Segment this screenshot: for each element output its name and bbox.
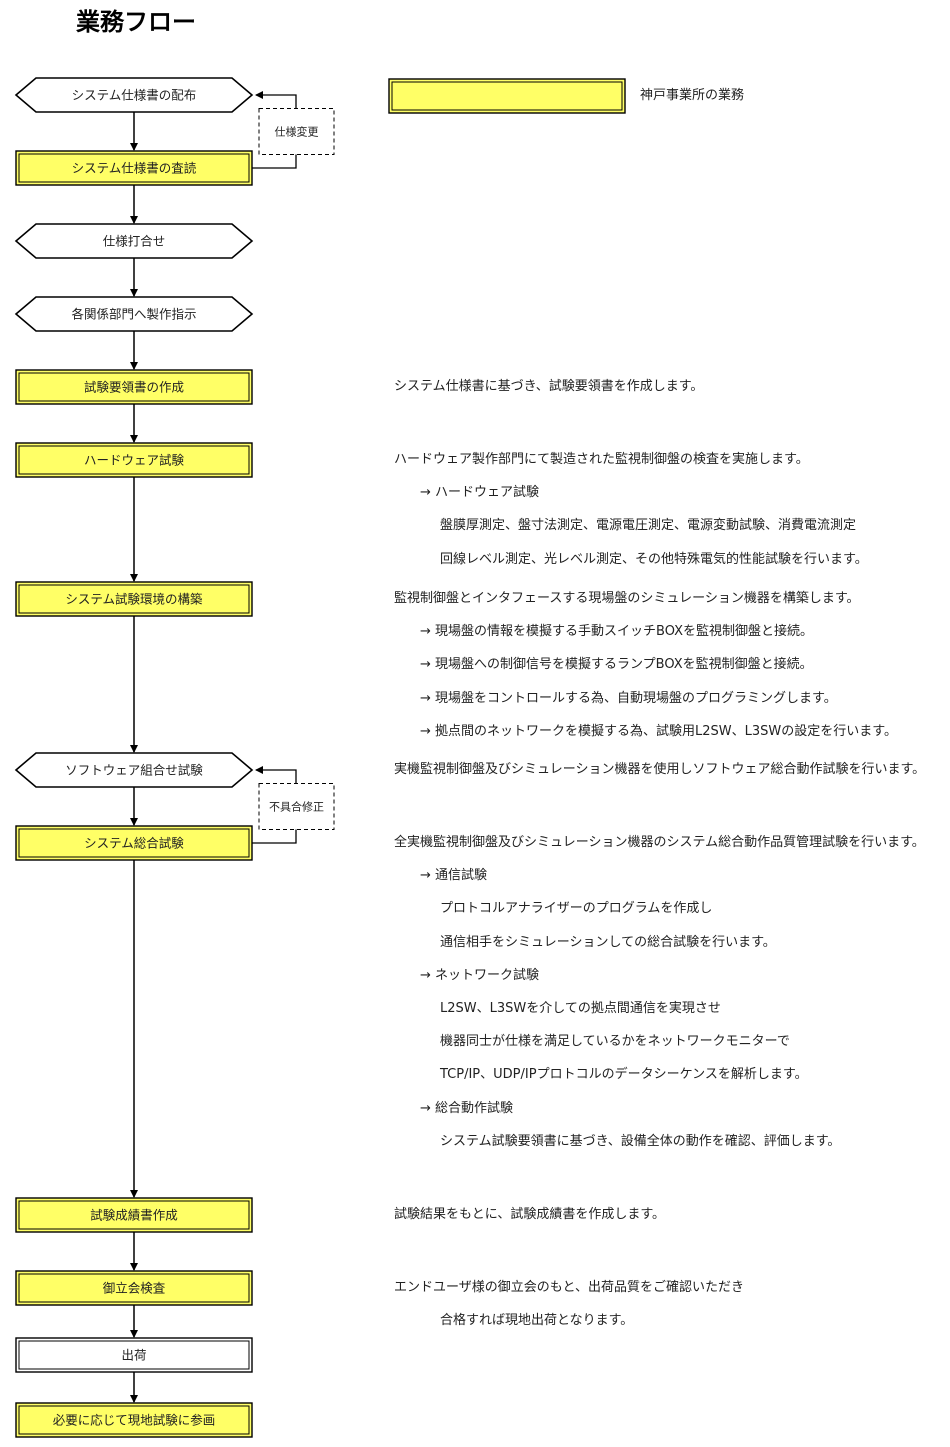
- flow-node-n4: 各関係部門へ製作指示: [14, 296, 254, 332]
- description-line-n9: 機器同士が仕様を満足しているかをネットワークモニターで: [440, 1034, 790, 1050]
- legend-swatch: [388, 78, 626, 114]
- description-line-n6: 盤膜厚測定、盤寸法測定、電源電圧測定、電源変動試験、消費電流測定: [440, 518, 857, 534]
- box-outer: [15, 1402, 253, 1438]
- legend-swatch-outer: [388, 78, 626, 114]
- legend-swatch-inner: [391, 81, 623, 111]
- flow-node-n12: 出荷: [15, 1337, 253, 1373]
- description-line-n6: ハードウェア製作部門にて製造された監視制御盤の検査を実施します。: [394, 452, 809, 467]
- feedback-loop1: 仕様変更: [252, 91, 335, 169]
- description-line-n10: 試験結果をもとに、試験成績書を作成します。: [394, 1207, 666, 1222]
- description-line-n6: 回線レベル測定、光レベル測定、その他特殊電気的性能試験を行います。: [440, 551, 868, 567]
- box-outer: [15, 1197, 253, 1233]
- box-inner: [18, 1273, 250, 1303]
- hexagon-shape: [14, 77, 254, 113]
- flow-node-label: システム試験環境の構築: [65, 592, 203, 607]
- description-line-n5: システム仕様書に基づき、試験要領書を作成します。: [394, 379, 704, 394]
- description-line-n6: → ハードウェア試験: [420, 485, 540, 501]
- flow-node-label: 必要に応じて現地試験に参画: [53, 1413, 216, 1428]
- description-line-n7: → 拠点間のネットワークを模擬する為、試験用L2SW、L3SWの設定を行います。: [420, 723, 897, 739]
- flow-node-label: ハードウェア試験: [84, 453, 185, 468]
- feedback-label-box: [258, 783, 335, 830]
- box-inner: [18, 372, 250, 402]
- page-title: 業務フロー: [76, 8, 196, 36]
- box-inner: [18, 445, 250, 475]
- flow-node-label: 御立会検査: [103, 1281, 166, 1296]
- box-outer: [15, 369, 253, 405]
- feedback-label: 仕様変更: [275, 125, 319, 139]
- flow-node-n11: 御立会検査: [15, 1270, 253, 1306]
- box-inner: [18, 828, 250, 858]
- hexagon-shape: [14, 223, 254, 259]
- description-line-n7: → 現場盤の情報を模擬する手動スイッチBOXを監視制御盤と接続。: [420, 624, 814, 640]
- description-line-n9: 通信相手をシミュレーションしての総合試験を行います。: [440, 934, 776, 950]
- flow-node-n8: ソフトウェア組合せ試験: [14, 752, 254, 788]
- description-line-n8: 実機監視制御盤及びシミュレーション機器を使用しソフトウェア総合動作試験を行います…: [394, 762, 926, 777]
- flow-node-label: 試験成績書作成: [90, 1208, 178, 1223]
- feedback-label-box: [258, 108, 335, 155]
- flow-node-n2: システム仕様書の査読: [15, 150, 253, 186]
- flow-node-n9: システム総合試験: [15, 825, 253, 861]
- flow-node-n6: ハードウェア試験: [15, 442, 253, 478]
- description-line-n9: TCP/IP、UDP/IPプロトコルのデータシーケンスを解析します。: [440, 1067, 808, 1083]
- flow-node-n1: システム仕様書の配布: [14, 77, 254, 113]
- description-line-n7: → 現場盤への制御信号を模擬するランプBOXを監視制御盤と接続。: [420, 657, 813, 673]
- flow-node-n13: 必要に応じて現地試験に参画: [15, 1402, 253, 1438]
- box-inner: [18, 1340, 250, 1370]
- description-line-n9: → ネットワーク試験: [420, 967, 540, 983]
- description-line-n9: → 通信試験: [420, 868, 488, 884]
- box-outer: [15, 581, 253, 617]
- description-line-n9: プロトコルアナライザーのプログラムを作成し: [440, 901, 713, 917]
- flow-node-n5: 試験要領書の作成: [15, 369, 253, 405]
- box-outer: [15, 1337, 253, 1373]
- flow-node-n3: 仕様打合せ: [14, 223, 254, 259]
- description-line-n11: エンドユーザ様の御立会のもと、出荷品質をご確認いただき: [394, 1280, 744, 1295]
- description-line-n11: 合格すれば現地出荷となります。: [440, 1313, 634, 1329]
- hexagon-shape: [14, 296, 254, 332]
- box-outer: [15, 442, 253, 478]
- flow-node-n10: 試験成績書作成: [15, 1197, 253, 1233]
- flow-node-label: 仕様打合せ: [103, 234, 166, 249]
- description-line-n9: システム試験要領書に基づき、設備全体の動作を確認、評価します。: [440, 1133, 841, 1149]
- feedback-label: 不具合修正: [269, 800, 324, 814]
- flow-node-label: 各関係部門へ製作指示: [71, 307, 196, 322]
- box-inner: [18, 584, 250, 614]
- legend-label: 神戸事業所の業務: [640, 88, 745, 103]
- description-line-n9: 全実機監視制御盤及びシミュレーション機器のシステム総合動作品質管理試験を行います…: [394, 835, 925, 850]
- box-outer: [15, 1270, 253, 1306]
- flow-node-n7: システム試験環境の構築: [15, 581, 253, 617]
- flow-node-label: システム仕様書の配布: [72, 88, 197, 103]
- flow-node-label: システム仕様書の査読: [72, 161, 197, 176]
- flow-node-label: システム総合試験: [84, 836, 184, 851]
- hexagon-shape: [14, 752, 254, 788]
- description-line-n9: → 総合動作試験: [420, 1100, 514, 1116]
- description-line-n9: L2SW、L3SWを介しての拠点間通信を実現させ: [440, 1001, 721, 1016]
- description-line-n7: → 現場盤をコントロールする為、自動現場盤のプログラミングします。: [420, 690, 837, 706]
- box-outer: [15, 825, 253, 861]
- box-inner: [18, 153, 250, 183]
- flow-node-label: 出荷: [121, 1348, 146, 1363]
- box-inner: [18, 1200, 250, 1230]
- feedback-loop2: 不具合修正: [252, 766, 335, 844]
- description-line-n7: 監視制御盤とインタフェースする現場盤のシミュレーション機器を構築します。: [394, 591, 860, 606]
- box-inner: [18, 1405, 250, 1435]
- flow-node-label: ソフトウェア組合せ試験: [65, 763, 203, 778]
- flow-node-label: 試験要領書の作成: [84, 380, 184, 395]
